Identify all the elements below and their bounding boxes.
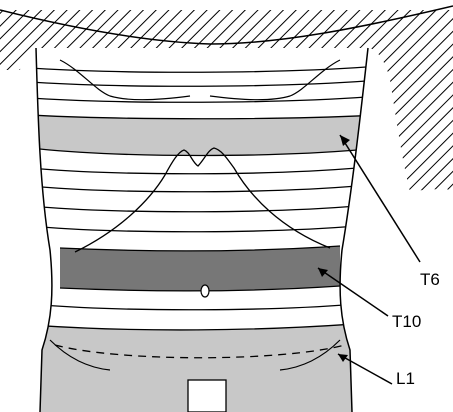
t6-label: T6 [420,270,440,289]
t10-dermatome-band [60,246,340,291]
pubic-region [188,380,226,412]
t6-dermatome-band [30,115,380,156]
umbilicus [201,285,209,297]
l1-label: L1 [396,369,415,388]
t10-label: T10 [392,312,421,331]
